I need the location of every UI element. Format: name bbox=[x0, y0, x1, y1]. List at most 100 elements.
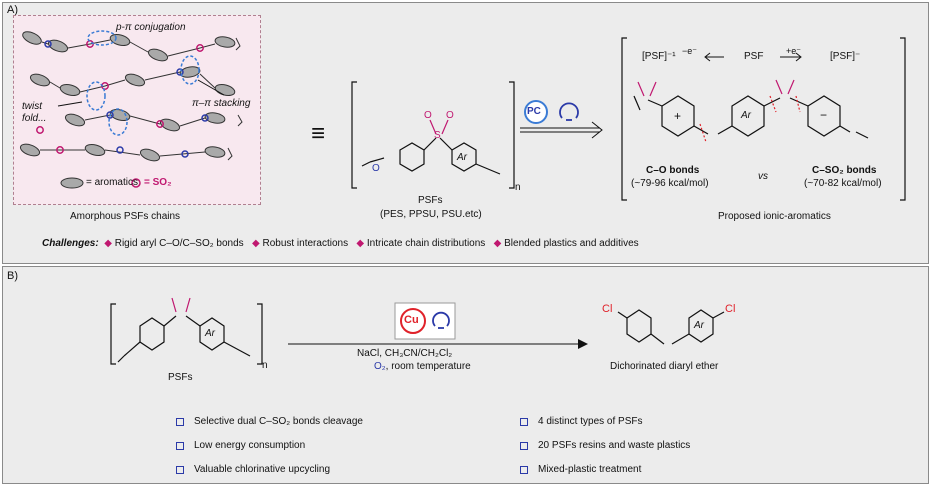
ionic-bracket-left bbox=[621, 37, 627, 201]
chain-ring bbox=[214, 36, 236, 48]
conditions-2: O₂, room temperature bbox=[374, 361, 471, 372]
bullet-icon: ◆ bbox=[350, 238, 367, 249]
ionic-ar: Ar bbox=[741, 110, 751, 121]
pc-label: PC bbox=[527, 106, 541, 117]
cl-left: Cl bbox=[602, 303, 613, 315]
checkbox-icon bbox=[520, 418, 528, 426]
so2-marker bbox=[36, 126, 44, 134]
psf-n: n bbox=[515, 182, 521, 193]
feature-right-3: Mixed-plastic treatment bbox=[538, 464, 642, 475]
feature-left-2: Low energy consumption bbox=[194, 440, 306, 451]
psf-b-name: PSFs bbox=[168, 372, 193, 383]
o2-label: O₂ bbox=[374, 361, 386, 372]
eq-right: [PSF]⁻ bbox=[830, 51, 861, 62]
cl-right: Cl bbox=[725, 303, 736, 315]
conditions-rt: , room temperature bbox=[385, 361, 471, 372]
chain-ring bbox=[22, 31, 42, 45]
pi-stack-arrow bbox=[197, 79, 225, 96]
product-ar: Ar bbox=[694, 320, 704, 331]
co-energy: (~79-96 kcal/mol) bbox=[631, 178, 709, 189]
pi-stack-highlight bbox=[180, 55, 200, 85]
cation-plus: + bbox=[674, 109, 682, 123]
legend-aromatics: = aromatics bbox=[86, 177, 138, 188]
psf-name: PSFs bbox=[418, 195, 443, 206]
bullet-icon: ◆ bbox=[246, 238, 263, 249]
psf-s: S bbox=[434, 130, 441, 141]
cleave-mark bbox=[769, 95, 777, 113]
chain-link bbox=[84, 114, 111, 121]
challenges-title: Challenges: bbox=[42, 238, 99, 249]
chain-ring bbox=[59, 84, 81, 96]
feature-right-1: 4 distinct types of PSFs bbox=[538, 416, 643, 427]
chain-ring bbox=[109, 34, 131, 46]
feature-right-2: 20 PSFs resins and waste plastics bbox=[538, 440, 691, 451]
panel-a-label: A) bbox=[7, 4, 18, 16]
checkbox-icon bbox=[520, 466, 528, 474]
bracket-right bbox=[509, 81, 515, 189]
psf-examples: (PES, PPSU, PSU.etc) bbox=[380, 209, 482, 220]
chain-link bbox=[129, 115, 161, 125]
so2-marker bbox=[156, 120, 164, 128]
chain-end bbox=[227, 147, 233, 161]
psf-b-ar: Ar bbox=[205, 328, 215, 339]
chain-ring bbox=[159, 118, 181, 132]
chain-ring bbox=[179, 66, 201, 78]
chain-ring bbox=[204, 112, 226, 124]
bullet-icon: ◆ bbox=[101, 238, 115, 249]
legend-so2: = SO₂ bbox=[144, 177, 172, 188]
psf-ar: Ar bbox=[457, 152, 467, 163]
o-marker bbox=[106, 111, 114, 119]
chain-ring bbox=[214, 84, 236, 96]
light-bulb-icon bbox=[559, 102, 579, 121]
chain-ring bbox=[64, 113, 86, 127]
chain-ring bbox=[124, 73, 146, 87]
feature-left-3: Valuable chlorinative upcycling bbox=[194, 464, 331, 475]
aromatic-legend-icon bbox=[60, 177, 84, 189]
o-marker bbox=[176, 68, 184, 76]
chain-ring bbox=[19, 143, 41, 157]
o-marker bbox=[44, 40, 52, 48]
p-pi-highlight bbox=[87, 30, 117, 46]
minus-e: −e⁻ bbox=[682, 46, 698, 56]
benzene-ring bbox=[399, 142, 425, 172]
bracket-right-b bbox=[257, 303, 263, 365]
chain-link bbox=[199, 73, 216, 89]
chain-link bbox=[67, 39, 111, 49]
so2-marker bbox=[56, 146, 64, 154]
bracket-left bbox=[351, 81, 357, 189]
o-marker bbox=[116, 146, 124, 154]
twist-arrow bbox=[57, 101, 83, 107]
cleave-mark bbox=[795, 95, 801, 113]
checkbox-icon bbox=[176, 466, 184, 474]
chain-link bbox=[129, 41, 149, 53]
challenges-row: Challenges: ◆ Rigid aryl C–O/C–SO₂ bonds… bbox=[42, 238, 639, 249]
chain-link bbox=[49, 81, 61, 89]
psf-center: PSF bbox=[744, 51, 764, 62]
product-ring-1 bbox=[626, 309, 652, 343]
challenge-item: Blended plastics and additives bbox=[504, 238, 639, 249]
co-bonds: C–O bonds bbox=[646, 165, 700, 176]
challenge-item: Intricate chain distributions bbox=[366, 238, 486, 249]
fold-highlight bbox=[108, 108, 128, 136]
chain-link bbox=[144, 71, 181, 81]
checkbox-icon bbox=[176, 418, 184, 426]
fold-label: fold... bbox=[22, 113, 47, 124]
chain-ring bbox=[47, 39, 69, 53]
psf-o: O bbox=[372, 163, 380, 174]
so2-legend-icon bbox=[131, 178, 141, 188]
challenge-item: Rigid aryl C–O/C–SO₂ bonds bbox=[114, 238, 244, 249]
pi-stack-label: π–π stacking bbox=[192, 98, 251, 109]
cso2-energy: (~70-82 kcal/mol) bbox=[804, 178, 882, 189]
light-bulb-icon-b bbox=[432, 311, 450, 329]
chain-ring bbox=[204, 146, 226, 158]
eq-left: [PSF]⁻¹ bbox=[642, 51, 676, 62]
o-marker bbox=[181, 150, 189, 158]
p-pi-label: p-π conjugation bbox=[116, 22, 186, 33]
equivalence-sign: ≡ bbox=[311, 120, 326, 147]
psf-o1: O bbox=[424, 110, 432, 121]
vs-label: vs bbox=[758, 171, 768, 182]
twist-highlight bbox=[86, 81, 106, 111]
plus-e: +e⁻ bbox=[786, 46, 802, 56]
